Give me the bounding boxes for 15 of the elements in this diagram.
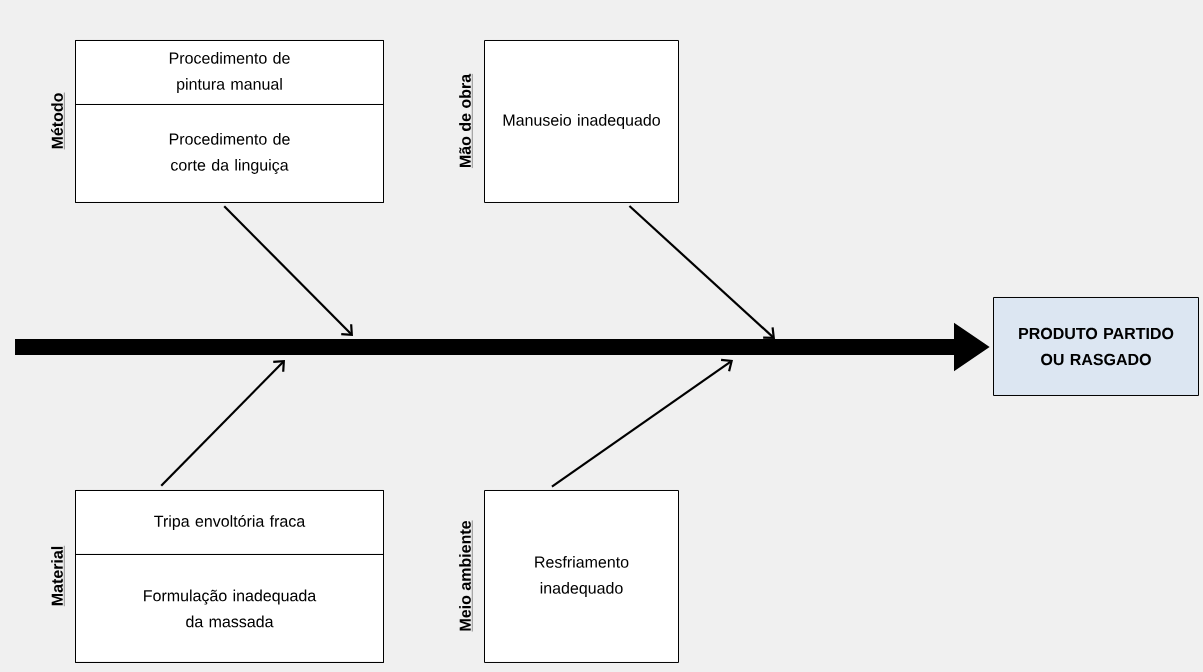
arrow [223, 205, 353, 336]
effect-box: PRODUTO PARTIDO OU RASGADO [993, 297, 1199, 396]
cause-cell: Tripa envoltória fraca [75, 490, 384, 555]
category-label: Mão de obra [459, 73, 473, 169]
category-box: Resfriamento inadequado [484, 490, 679, 663]
cause-cell: Formulação inadequada da massada [75, 554, 384, 663]
arrow [628, 205, 775, 339]
arrow [551, 358, 733, 488]
category-box: Manuseio inadequado [484, 40, 679, 203]
category-label: Método [51, 92, 65, 150]
arrow [160, 360, 285, 487]
category-label: Meio ambiente [459, 520, 473, 632]
category-label: Material [51, 545, 65, 607]
cause-cell: Procedimento de corte da linguiça [75, 104, 384, 203]
cause-cell: Procedimento de pintura manual [75, 40, 384, 105]
